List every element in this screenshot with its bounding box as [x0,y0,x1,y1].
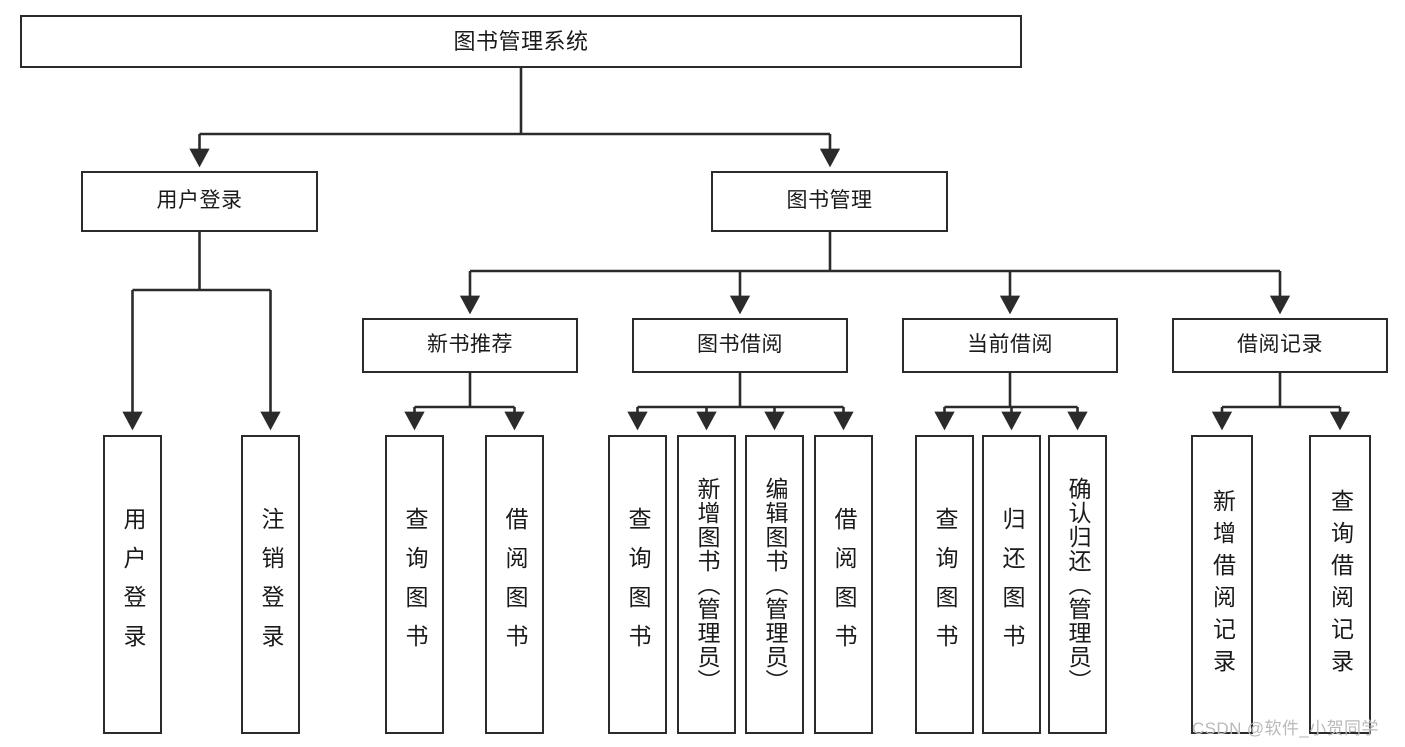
node-label: 图书借阅 [697,333,783,357]
node-label: 归还图书 [999,506,1025,663]
node-leaf-query-borrow-record[interactable]: 查询借阅记录 [1309,435,1371,734]
node-leaf-query-book-3[interactable]: 查询图书 [915,435,974,734]
node-leaf-user-login[interactable]: 用户登录 [103,435,162,734]
node-label: 图书管理系统 [453,28,589,54]
node-leaf-add-book-admin[interactable]: 新增图书（管理员） [677,435,736,734]
node-label: 新书推荐 [427,333,513,357]
node-leaf-logout[interactable]: 注销登录 [241,435,300,734]
node-leaf-return-book[interactable]: 归还图书 [982,435,1041,734]
node-label: 查询借阅记录 [1327,488,1354,681]
node-label: 借阅记录 [1237,333,1323,357]
node-label: 用户登录 [120,506,146,663]
node-leaf-query-book-2[interactable]: 查询图书 [608,435,667,734]
node-label: 借阅图书 [831,506,857,663]
node-label: 查询图书 [402,506,428,663]
node-label: 图书管理 [786,189,873,213]
node-leaf-confirm-return-admin[interactable]: 确认归还（管理员） [1048,435,1107,734]
node-leaf-add-borrow-record[interactable]: 新增借阅记录 [1191,435,1253,734]
node-new-book-recommend[interactable]: 新书推荐 [362,318,578,373]
node-label: 确认归还（管理员） [1065,476,1091,693]
node-book-management[interactable]: 图书管理 [711,171,948,232]
node-leaf-edit-book-admin[interactable]: 编辑图书（管理员） [745,435,804,734]
node-label: 编辑图书（管理员） [762,476,788,693]
node-label: 注销登录 [258,506,284,663]
node-current-borrow[interactable]: 当前借阅 [902,318,1118,373]
node-label: 用户登录 [156,189,243,213]
node-label: 当前借阅 [967,333,1053,357]
node-book-borrow[interactable]: 图书借阅 [632,318,848,373]
node-leaf-borrow-book-1[interactable]: 借阅图书 [485,435,544,734]
node-label: 查询图书 [625,506,651,663]
node-label: 查询图书 [932,506,958,663]
node-leaf-query-book-1[interactable]: 查询图书 [385,435,444,734]
node-label: 新增借阅记录 [1209,488,1236,681]
node-book-management-system[interactable]: 图书管理系统 [20,15,1022,68]
node-label: 新增图书（管理员） [694,476,720,693]
node-label: 借阅图书 [502,506,528,663]
node-user-login[interactable]: 用户登录 [81,171,318,232]
node-borrow-record[interactable]: 借阅记录 [1172,318,1388,373]
node-leaf-borrow-book-2[interactable]: 借阅图书 [814,435,873,734]
